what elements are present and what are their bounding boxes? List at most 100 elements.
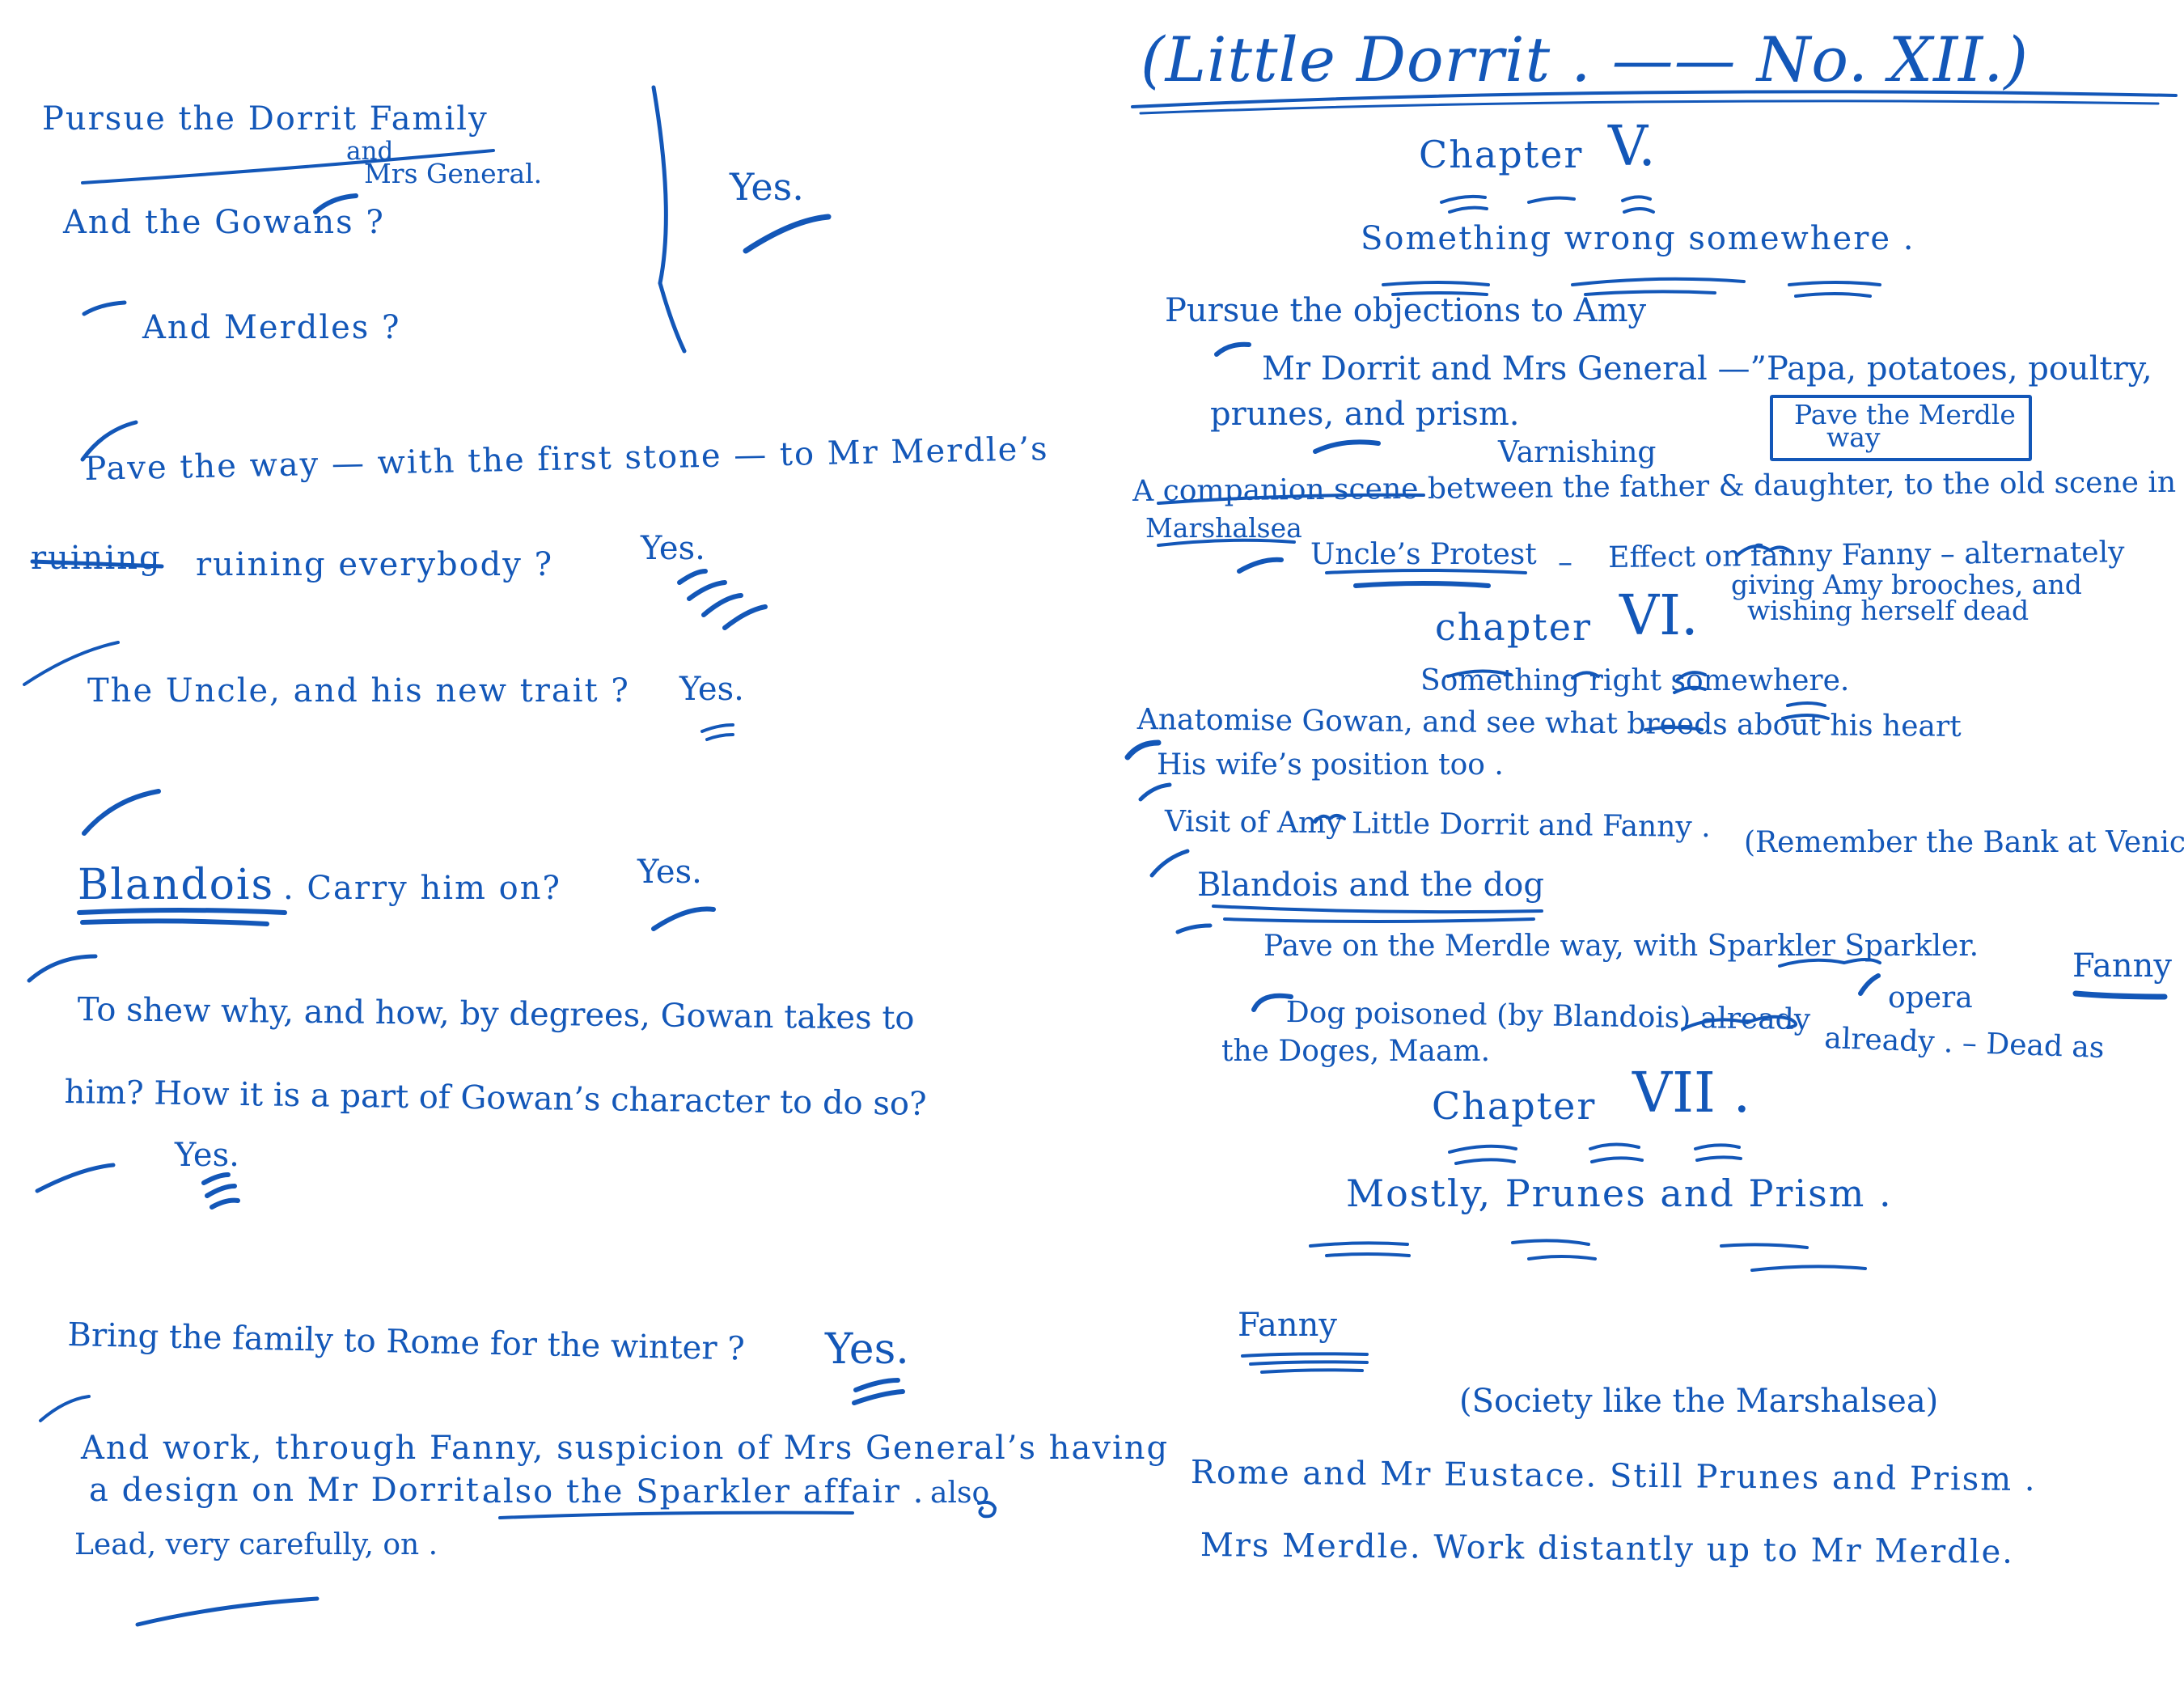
tick-gowans: [313, 193, 358, 214]
ch7-title-u5: [1720, 1243, 1809, 1249]
note-brooches: giving Amy brooches, and: [1731, 569, 2082, 600]
tick-wife: [1138, 782, 1172, 802]
ch6-mark-c: [1676, 671, 1707, 681]
ch6-mark-b: [1571, 671, 1600, 680]
tick-sparkler: [1858, 973, 1881, 996]
note-mrs-general: Mrs General.: [364, 158, 543, 189]
tick-uncle-protest: [1237, 557, 1284, 574]
note-design-on-dorrit: a design on Mr Dorrit.: [89, 1472, 493, 1509]
ch5-title-u2: [1391, 291, 1488, 296]
tick-pave-way: [80, 420, 138, 462]
tick-uncle: [23, 641, 120, 686]
ch5-mark-b: [1448, 205, 1488, 214]
chapter-6-label: chapter: [1435, 605, 1592, 649]
curl-amy: [1314, 814, 1346, 824]
chapter-5-number: V.: [1608, 115, 1656, 179]
ch5-mark-c: [1527, 196, 1576, 204]
note-dorrit-general: Mr Dorrit and Mrs General —”Papa, potato…: [1262, 350, 2152, 388]
chapter-6-number: VI.: [1619, 584, 1699, 648]
tick-gowan-char: [35, 1163, 116, 1193]
ch7-mark-d: [1590, 1156, 1644, 1163]
underline-fanny-opera: [2072, 990, 2168, 1000]
note-prunes-prism: prunes, and prism.: [1210, 396, 1520, 433]
page-heading: (Little Dorrit . —— No. XII.): [1141, 23, 2029, 95]
curl-already: [1681, 1015, 1797, 1031]
note-gowans: And the Gowans ?: [63, 204, 385, 241]
underline-blandois-1: [77, 908, 287, 915]
note-dash: –: [1558, 546, 1572, 579]
note-carry-him-on: . Carry him on?: [283, 870, 561, 907]
ch7-mark-f: [1695, 1155, 1742, 1162]
underline-blandois-dog-1: [1212, 905, 1543, 914]
tick-yes-4: [651, 906, 716, 931]
tick-work: [39, 1395, 91, 1422]
note-wife-position: His wife’s position too .: [1157, 748, 1504, 782]
note-uncle-trait: The Uncle, and his new trait ?: [87, 672, 630, 710]
ch6-mark-d: [1673, 685, 1707, 694]
answer-yes-1: Yes.: [730, 165, 804, 209]
ch5-mark-a: [1440, 194, 1487, 204]
underline-marshalsea: [1157, 538, 1296, 547]
ch5-title-u3: [1571, 277, 1746, 286]
note-lead-carefully: Lead, very carefully, on .: [74, 1528, 438, 1561]
ch5-title-u6: [1794, 292, 1872, 298]
note-ruining-everybody: ruining everybody ?: [196, 546, 554, 583]
heading-underline-1: [1131, 90, 2178, 108]
boxed-note-line-2: way: [1826, 422, 1881, 453]
ch7-mark-a: [1448, 1144, 1517, 1154]
note-fanny: Fanny: [1238, 1307, 1338, 1344]
ch5-mark-e: [1623, 207, 1655, 214]
tick-yes-3b: [705, 733, 734, 741]
answer-yes-2: Yes.: [641, 530, 705, 567]
note-uncles-protest: Uncle’s Protest: [1310, 538, 1537, 571]
note-opera: opera: [1888, 981, 1973, 1015]
note-remember-bank: (Remember the Bank at Venice): [1744, 826, 2184, 859]
note-work-through-fanny: And work, through Fanny, suspicion of Mr…: [81, 1430, 1170, 1467]
tick-papa: [1214, 341, 1251, 357]
underline-protest-1: [1325, 569, 1527, 574]
underline-blandois-dog-2: [1223, 917, 1535, 923]
ch6-mark-a: [1446, 669, 1513, 678]
ch7-mark-e: [1694, 1143, 1741, 1150]
note-blandois: Blandois: [78, 861, 275, 909]
note-pursue-dorrit: Pursue the Dorrit Family: [42, 100, 489, 138]
ch5-title-u5: [1788, 281, 1881, 286]
underline-companion: [1157, 493, 1425, 505]
underline-blandois-2: [80, 918, 269, 926]
answer-yes-6: Yes.: [825, 1325, 909, 1374]
ch7-title-u4: [1527, 1255, 1597, 1260]
tick-visit: [1149, 849, 1190, 878]
note-varnishing: Varnishing: [1498, 436, 1657, 469]
tick-anatomise: [1124, 739, 1162, 761]
underline-fanny-2: [1249, 1360, 1369, 1366]
answer-yes-5: Yes.: [175, 1137, 239, 1174]
curl-sparkler: [1778, 958, 1881, 968]
ch7-title-u6: [1750, 1265, 1867, 1272]
note-merdles: And Merdles ?: [142, 309, 401, 346]
hatch-yes-6a: [853, 1378, 900, 1392]
strike-family: [81, 149, 495, 184]
chapter-7-label: Chapter: [1432, 1084, 1597, 1128]
underline-sparkler-affair: [498, 1510, 854, 1519]
strike-ruining: [30, 559, 164, 569]
tick-prunes: [1313, 439, 1381, 454]
tick-pave-merdle: [1175, 923, 1213, 934]
answer-yes-4: Yes.: [637, 854, 702, 891]
note-ruining-struck: ruining: [31, 540, 162, 577]
hatch-yes-2c: [701, 593, 743, 617]
hatch-yes-2a: [677, 569, 708, 585]
note-pave-merdle-way: Pave on the Merdle way, with Sparkler Sp…: [1263, 930, 1979, 963]
note-wishing-dead: wishing herself dead: [1747, 595, 2030, 626]
note-marshalsea: Marshalsea: [1145, 512, 1302, 544]
ch6-mark-e: [1786, 701, 1826, 707]
underline-lead: [135, 1596, 320, 1627]
tick-blandois: [82, 789, 161, 836]
curl-also: [977, 1500, 997, 1519]
hatch-yes-6b: [852, 1389, 905, 1405]
hatch-yes-2d: [722, 604, 768, 630]
ch7-title-u1: [1309, 1241, 1409, 1248]
boxed-note-line-1: Pave the Merdle: [1794, 399, 2016, 430]
chapter-5-label: Chapter: [1419, 133, 1584, 176]
